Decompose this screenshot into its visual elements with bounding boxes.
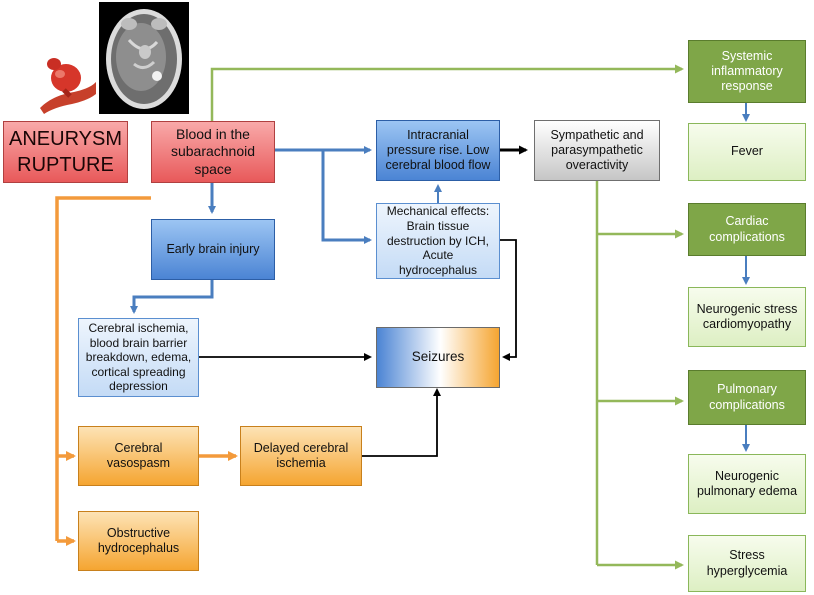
arrow-blood-to-orange-trunk <box>55 196 151 541</box>
arrow-blood-to-mechanical <box>321 150 372 244</box>
node-seizures: Seizures <box>376 327 500 388</box>
arrow-mechanical-to-seizures <box>500 239 517 361</box>
node-neurogenic-pulmonary-edema: Neurogenic pulmonary edema <box>688 454 806 514</box>
node-mechanical-effects: Mechanical effects: Brain tissue destruc… <box>376 203 500 279</box>
node-cerebral-vasospasm: Cerebral vasospasm <box>78 426 199 486</box>
node-cardiac-complications: Cardiac complications <box>688 203 806 256</box>
node-systemic-inflammatory: Systemic inflammatory response <box>688 40 806 103</box>
node-neurogenic-cardiomyopathy: Neurogenic stress cardiomyopathy <box>688 287 806 347</box>
node-stress-hyperglycemia: Stress hyperglycemia <box>688 535 806 592</box>
node-intracranial-pressure: Intracranial pressure rise. Low cerebral… <box>376 120 500 181</box>
node-fever: Fever <box>688 123 806 181</box>
node-aneurysm-rupture: ANEURYSM RUPTURE <box>3 121 128 183</box>
aneurysm-vessel-illustration <box>40 58 96 114</box>
node-blood-subarachnoid: Blood in the subarachnoid space <box>151 121 275 183</box>
node-cerebral-ischemia: Cerebral ischemia, blood brain barrier b… <box>78 318 199 397</box>
node-early-brain-injury: Early brain injury <box>151 219 275 280</box>
node-sympathetic-overactivity: Sympathetic and parasympathetic overacti… <box>534 120 660 181</box>
arrow-delayed-to-seizures <box>362 388 441 457</box>
arrow-blood-to-systemic <box>210 64 684 122</box>
node-delayed-cerebral-ischemia: Delayed cerebral ischemia <box>240 426 362 486</box>
brain-ct-scan <box>99 2 189 114</box>
arrow-early-to-ischemia <box>130 280 214 314</box>
node-pulmonary-complications: Pulmonary complications <box>688 370 806 425</box>
node-obstructive-hydrocephalus: Obstructive hydrocephalus <box>78 511 199 571</box>
